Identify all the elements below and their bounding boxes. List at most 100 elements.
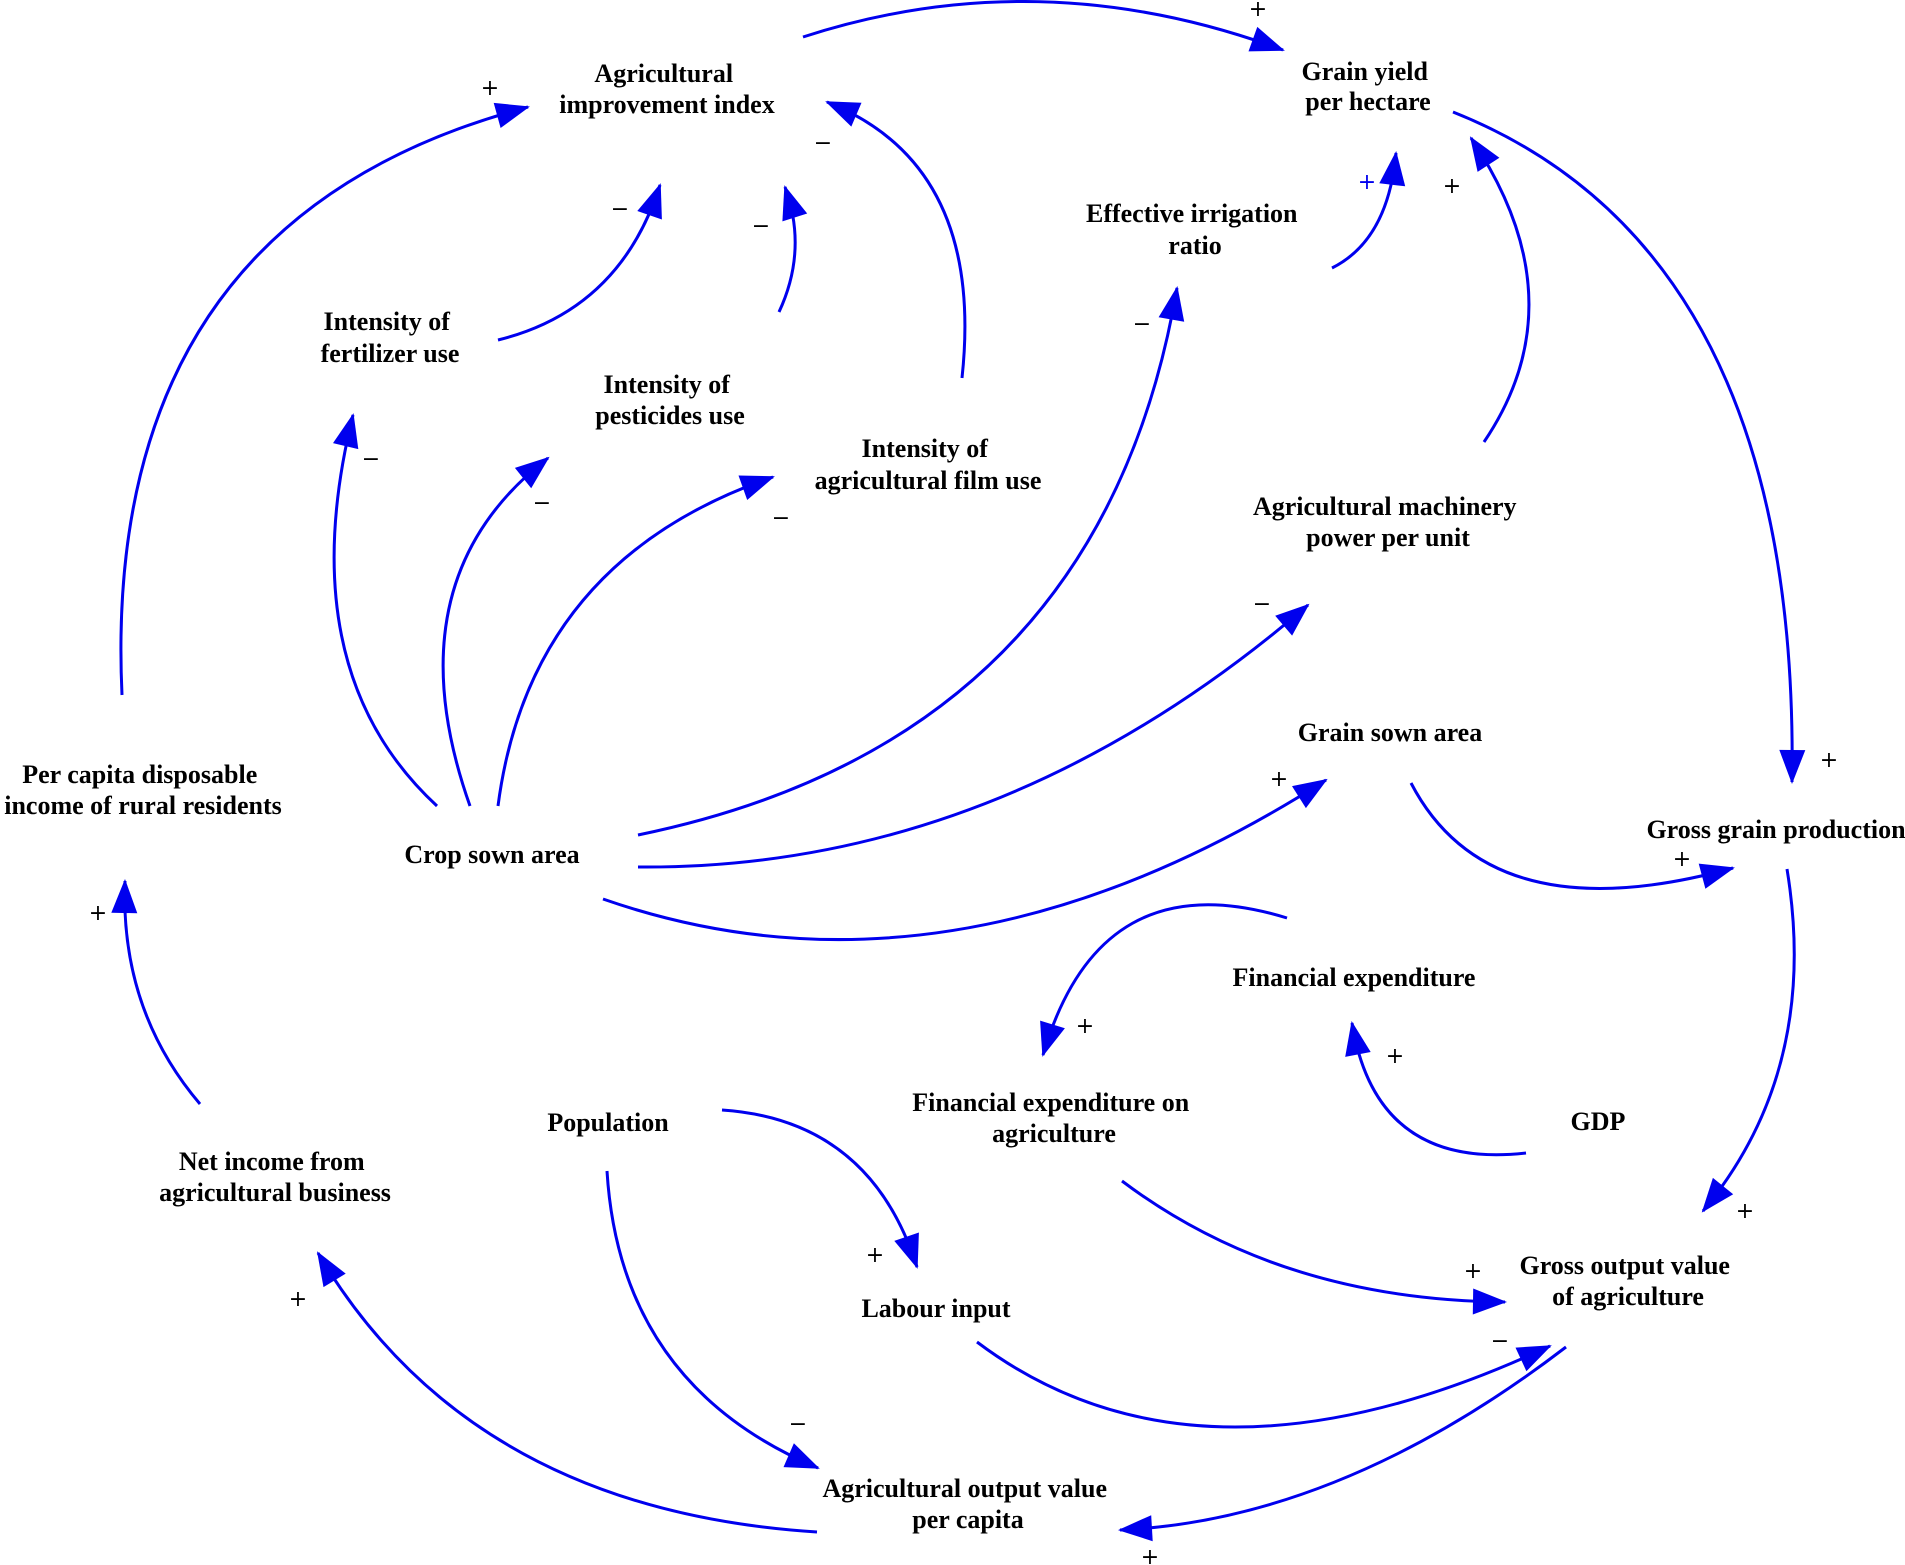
polarity-crop-to-machinery: −: [1253, 592, 1271, 617]
polarity-pesticides-to-improvement: −: [752, 214, 770, 239]
link-path-crop-to-pesticides: [441, 456, 549, 807]
link-crop-to-film: [496, 475, 775, 807]
link-path-population-to-labour: [721, 1108, 919, 1268]
polarity-gdp-to-financial: +: [1386, 1044, 1404, 1069]
link-path-grainsown-to-grossgrain: [1409, 782, 1734, 890]
link-population-to-labour: [721, 1108, 919, 1269]
link-film-to-improvement: [825, 100, 967, 379]
node-agricultural-machinery-power-per-unit: Agricultural machinery power per unit: [1253, 492, 1523, 552]
link-path-netincome-to-income: [123, 880, 202, 1105]
arrowhead-netincome-to-income: [111, 879, 138, 914]
polarity-film-to-improvement: −: [814, 131, 832, 156]
link-path-financial-to-finagri: [1041, 903, 1288, 1056]
link-gdp-to-financial: [1345, 1021, 1527, 1157]
arrowhead-crop-to-film: [738, 475, 775, 500]
polarity-percapita-to-netincome: +: [289, 1287, 307, 1312]
link-path-grossoutput-to-percapita: [1119, 1345, 1567, 1532]
arrowhead-irrigation-to-yield: [1379, 151, 1406, 187]
node-grain-sown-area: Grain sown area: [1298, 718, 1482, 747]
polarity-grossgrain-to-grossoutput: +: [1736, 1199, 1754, 1224]
node-per-capita-disposable-income: Per capita disposable income of rural re…: [4, 760, 282, 820]
node-financial-expenditure: Financial expenditure: [1233, 963, 1476, 992]
node-intensity-of-agricultural-film-use: Intensity of agricultural film use: [815, 434, 1042, 495]
link-path-machinery-to-yield: [1469, 137, 1531, 443]
polarity-crop-to-pesticides: −: [533, 491, 551, 516]
node-net-income-from-agricultural-business: Net income from agricultural business: [159, 1147, 391, 1207]
arrowhead-grossgrain-to-grossoutput: [1701, 1177, 1734, 1213]
polarity-population-to-percapita: −: [789, 1412, 807, 1437]
link-improvement-to-yield: [802, 0, 1285, 52]
link-path-crop-to-fertilizer: [332, 414, 439, 808]
arrowhead-income-to-improvement: [493, 102, 530, 128]
link-crop-to-grainsown: [602, 778, 1328, 942]
polarity-crop-to-fertilizer: −: [362, 447, 380, 472]
polarity-crop-to-film: −: [772, 506, 790, 531]
link-path-crop-to-machinery: [637, 603, 1309, 869]
node-gross-grain-production: Gross grain production: [1646, 815, 1905, 844]
arrowhead-film-to-improvement: [825, 101, 862, 127]
node-intensity-of-pesticides-use: Intensity of pesticides use: [595, 370, 745, 430]
link-path-population-to-percapita: [605, 1170, 819, 1470]
link-crop-to-irrigation: [637, 286, 1185, 837]
link-crop-to-pesticides: [441, 456, 550, 807]
polarity-grainsown-to-grossgrain: +: [1673, 847, 1691, 872]
arrowhead-crop-to-pesticides: [514, 456, 550, 489]
arrowhead-population-to-labour: [894, 1232, 919, 1269]
node-gdp: GDP: [1571, 1107, 1626, 1136]
link-path-income-to-improvement: [119, 105, 529, 696]
link-irrigation-to-yield: [1331, 151, 1406, 270]
polarity-improvement-to-yield: +: [1249, 0, 1267, 22]
link-fertilizer-to-improvement: [497, 183, 662, 342]
arrowhead-financial-to-finagri: [1040, 1020, 1065, 1057]
arrowhead-grainsown-to-grossgrain: [1698, 863, 1735, 889]
link-finagri-to-grossoutput: [1121, 1179, 1507, 1315]
link-population-to-percapita: [605, 1170, 820, 1470]
polarity-crop-to-irrigation: −: [1133, 312, 1151, 337]
arrowhead-fertilizer-to-improvement: [637, 183, 662, 220]
link-path-grossgrain-to-grossoutput: [1701, 868, 1796, 1212]
link-income-to-improvement: [119, 102, 530, 696]
node-gross-output-value-of-agriculture: Gross output value of agriculture: [1520, 1251, 1737, 1311]
polarity-grossoutput-to-percapita: +: [1141, 1545, 1159, 1565]
link-path-percapita-to-netincome: [316, 1252, 818, 1534]
arrowhead-percapita-to-netincome: [317, 1251, 346, 1288]
arrowhead-labour-to-grossoutput: [1515, 1345, 1552, 1372]
link-yield-to-grossgrain: [1452, 110, 1806, 784]
link-machinery-to-yield: [1469, 136, 1531, 443]
link-path-finagri-to-grossoutput: [1121, 1179, 1506, 1304]
link-path-yield-to-grossgrain: [1452, 110, 1794, 783]
arrowhead-crop-to-grainsown: [1292, 778, 1328, 809]
arrowhead-crop-to-fertilizer: [333, 413, 359, 450]
node-intensity-of-fertilizer-use: Intensity of fertilizer use: [321, 307, 460, 368]
polarity-finagri-to-grossoutput: +: [1464, 1259, 1482, 1284]
arrowhead-gdp-to-financial: [1345, 1021, 1371, 1057]
node-agricultural-output-value-per-capita: Agricultural output value per capita: [822, 1474, 1113, 1534]
polarity-machinery-to-yield: +: [1443, 174, 1461, 199]
polarity-financial-to-finagri: +: [1076, 1014, 1094, 1039]
polarity-signs: + + − − − + + + − − − − − + + + + + + + …: [89, 0, 1838, 1565]
link-crop-to-machinery: [637, 603, 1310, 869]
node-financial-expenditure-on-agriculture: Financial expenditure on agriculture: [912, 1088, 1195, 1148]
polarity-yield-to-grossgrain: +: [1820, 748, 1838, 773]
arrowhead-finagri-to-grossoutput: [1472, 1288, 1507, 1315]
arrowhead-population-to-percapita: [783, 1443, 820, 1469]
link-grainsown-to-grossgrain: [1409, 782, 1735, 890]
polarity-fertilizer-to-improvement: −: [611, 197, 629, 222]
polarity-irrigation-to-yield: +: [1358, 170, 1376, 195]
node-grain-yield-per-hectare: Grain yield per hectare: [1302, 57, 1435, 116]
polarity-crop-to-grainsown: +: [1270, 767, 1288, 792]
link-financial-to-finagri: [1040, 903, 1288, 1057]
link-path-improvement-to-yield: [802, 0, 1284, 52]
link-path-labour-to-grossoutput: [976, 1340, 1551, 1429]
node-population: Population: [547, 1108, 669, 1137]
polarity-netincome-to-income: +: [89, 901, 107, 926]
arrowhead-crop-to-machinery: [1275, 603, 1310, 636]
node-labour-input: Labour input: [861, 1294, 1010, 1323]
link-grossoutput-to-percapita: [1118, 1345, 1567, 1542]
link-path-gdp-to-financial: [1350, 1022, 1527, 1157]
polarity-income-to-improvement: +: [481, 76, 499, 101]
link-path-fertilizer-to-improvement: [497, 184, 662, 342]
link-grossgrain-to-grossoutput: [1701, 868, 1796, 1213]
link-path-crop-to-irrigation: [637, 287, 1179, 837]
